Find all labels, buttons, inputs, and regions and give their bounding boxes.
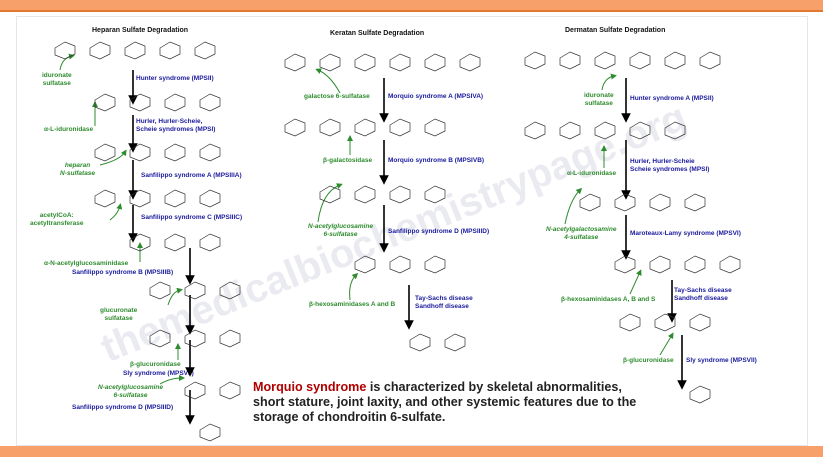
dermatan-disease-1: Hunter syndrome A (MPSII) [630, 95, 714, 102]
heparan-title: Heparan Sulfate Degradation [92, 27, 189, 34]
keratan-disease-3: Sanfilippo syndrome D (MPSIIID) [388, 228, 490, 235]
dermatan-enzyme-2: α-L-iduronidase [567, 170, 617, 177]
top-accent-line [0, 10, 823, 12]
heparan-enzyme-2: α-L-iduronidase [44, 126, 94, 133]
keratan-disease-1: Morquio syndrome A (MPSIVA) [388, 93, 484, 100]
top-accent-bar [0, 0, 823, 10]
heparan-disease-2: Hurler, Hurler-Scheie,Scheie syndromes (… [136, 118, 216, 133]
keratan-enzyme-2: β-galactosidase [323, 157, 373, 164]
dermatan-enzyme-4: β-hexosaminidases A, B and S [561, 296, 656, 303]
heparan-disease-8: Sanfilippo syndrome D (MPSIIID) [72, 404, 174, 411]
dermatan-disease-3: Maroteaux-Lamy syndrome (MPSVI) [630, 230, 741, 237]
slide-frame [16, 16, 808, 446]
keratan-disease-2: Morquio syndrome B (MPSIVB) [388, 157, 485, 164]
dermatan-title: Dermatan Sulfate Degradation [565, 27, 666, 34]
keratan-enzyme-4: β-hexosaminidases A and B [309, 301, 396, 308]
dermatan-enzyme-5: β-glucuronidase [623, 357, 674, 364]
heparan-enzyme-5: α-N-acetylglucosaminidase [44, 260, 129, 267]
keratan-title: Keratan Sulfate Degradation [330, 30, 425, 37]
heparan-disease-7: Sly syndrome (MPSVII) [123, 370, 194, 377]
heparan-disease-3: Sanfilippo syndrome A (MPSIIIA) [141, 172, 242, 179]
structure-sketches [54, 41, 741, 442]
caption-highlight: Morquio syndrome [253, 380, 367, 394]
heparan-enzyme-4: acetylCoA:acetyltransferase [30, 212, 84, 227]
heparan-enzyme-7: β-glucuronidase [130, 361, 181, 368]
keratan-enzyme-1: galactose 6-sulfatase [304, 93, 370, 100]
bottom-accent-bar [0, 446, 823, 457]
heparan-disease-4: Sanfilippo syndrome C (MPSIIIC) [141, 214, 243, 221]
caption-text: is characterized by skeletal abnormaliti… [253, 380, 637, 424]
dermatan-disease-5: Sly syndrome (MPSVII) [686, 357, 757, 364]
heparan-disease-5: Sanfilippo syndrome B (MPSIIIB) [72, 269, 174, 276]
morquio-caption: Morquio syndrome is characterized by ske… [253, 380, 653, 425]
heparan-disease-1: Hunter syndrome (MPSII) [136, 75, 214, 82]
